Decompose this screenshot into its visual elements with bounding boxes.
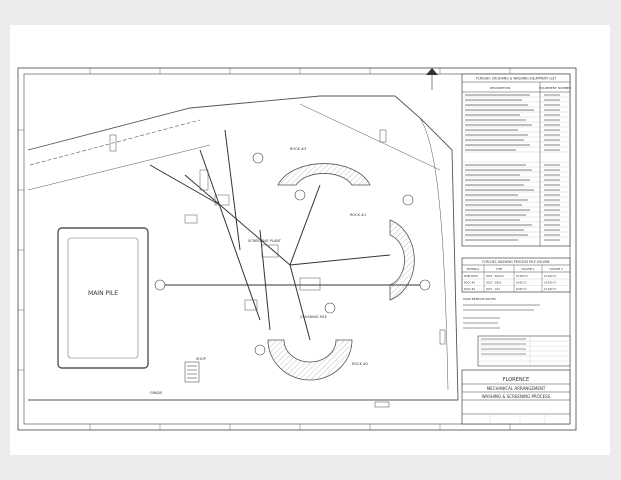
col-type: TYPE [496,267,503,271]
title-detail: WASHING & SCREENING PROCESS [482,394,551,399]
notes-title: MAIN REMOVE NOTES [463,297,496,301]
equipment-num-header: EQUIPMENT NUMBER [539,86,571,90]
cell: 14,000 CY [544,282,557,285]
grid-bubbles [154,152,431,356]
pile-volume-title: FCRCHEC WASHING PROCESS PILE VOLUME [482,260,549,264]
equipment-list-table: FCRCHEC CRUSHING & WASHING EQUIPMENT LIS… [461,73,571,247]
equipment-desc-header: DESCRIPTION [490,86,510,90]
equipment-list-title: FCRCHEC CRUSHING & WASHING EQUIPMENT LIS… [476,77,556,81]
crushing-pile-label: CRUSHING PILE [300,315,327,319]
inner-border [23,73,571,425]
cell: 2025 - 1/2X [486,288,500,291]
cell: ROCK #1 [464,282,476,285]
border-grid-ticks [18,68,511,430]
cell: 2025 - 3/8X1 [486,282,502,285]
title-sub: MECHANICAL ARRANGEMENT [487,386,546,391]
rock-pile-3-label: ROCK #3 [290,147,306,151]
cell: 12,000 CY [544,288,557,291]
col-volume-1: VOLUME 1 [521,267,535,271]
conveyor-network [149,129,430,341]
stockpile-right [389,219,415,301]
cell: MAIN ROCK [464,275,478,278]
stockpile-top [277,163,371,186]
site-boundary [27,95,459,401]
title-block: FLORENCE MECHANICAL ARRANGEMENT WASHING … [461,369,571,425]
col-volume-2: VOLUME 2 [549,267,563,271]
site-features [109,129,446,408]
cell: 8,000 CY [516,288,527,291]
title-company: FLORENCE [503,377,529,383]
rock-pile-2-label: ROCK #2 [352,362,368,366]
col-material: MATERIAL [467,267,480,271]
cell: 2025 - 3/4X1/4 [486,275,504,278]
shop-label: SHOP [196,357,206,361]
shop [184,361,200,383]
notes-block: MAIN REMOVE NOTES [463,297,540,329]
screening-plant-label: SCREENING PLANT [248,239,282,243]
cell: ROCK #2 [464,288,476,291]
revision-block [477,335,571,367]
main-pile: MAIN PILE [57,227,149,369]
conveyor-details [184,169,321,311]
north-arrow-icon [426,68,438,90]
cell: 25,000 CY [516,275,529,278]
pile-volume-table: FCRCHEC WASHING PROCESS PILE VOLUME MATE… [461,257,571,293]
grade-label: GRADE [150,391,162,395]
cell: 10,000 CY [544,275,557,278]
rock-pile-1-label: ROCK #1 [350,213,366,217]
main-pile-label: MAIN PILE [88,290,118,297]
cell: 6,000 CY [516,282,527,285]
outer-border [17,67,577,431]
stockpile-bottom [267,339,353,381]
